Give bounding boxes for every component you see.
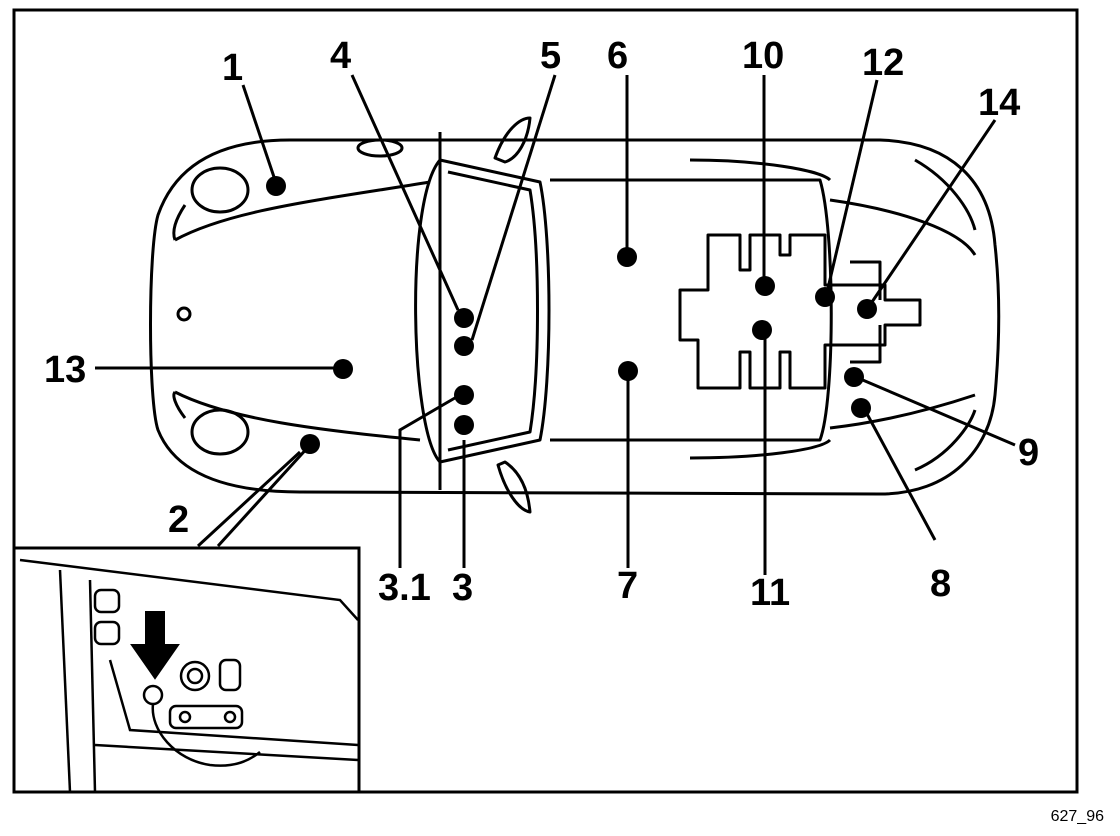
callout-11: 11 [750, 572, 790, 614]
marker-dot-3-1 [454, 385, 474, 405]
callout-9: 9 [1018, 432, 1039, 474]
marker-dot-12 [815, 287, 835, 307]
callout-5: 5 [540, 35, 561, 77]
callout-2: 2 [168, 499, 189, 541]
callout-10: 10 [742, 35, 784, 77]
leader-lines [95, 74, 1016, 575]
callout-3-1: 3.1 [378, 567, 431, 609]
callout-12: 12 [862, 42, 904, 84]
callout-labels: 1 2 3 3.1 4 5 6 7 8 9 10 11 12 13 14 [44, 35, 1039, 614]
marker-dot-5 [454, 336, 474, 356]
callout-3: 3 [452, 567, 473, 609]
marker-dots [266, 176, 877, 454]
marker-dot-6 [617, 247, 637, 267]
callout-4: 4 [330, 35, 351, 77]
reference-code: 627_96 [1050, 808, 1104, 825]
callout-13: 13 [44, 349, 86, 391]
marker-dot-2 [300, 434, 320, 454]
marker-dot-14 [857, 299, 877, 319]
marker-dot-8 [851, 398, 871, 418]
callout-14: 14 [978, 82, 1020, 124]
marker-dot-7 [618, 361, 638, 381]
marker-dot-3 [454, 415, 474, 435]
inset-detail-panel [12, 546, 361, 794]
callout-8: 8 [930, 563, 951, 605]
diagram-frame [12, 8, 1079, 794]
marker-dot-10 [755, 276, 775, 296]
callout-7: 7 [617, 565, 638, 607]
marker-dot-1 [266, 176, 286, 196]
callout-1: 1 [222, 47, 243, 89]
marker-dot-4 [454, 308, 474, 328]
down-arrow-icon [130, 611, 180, 680]
marker-dot-13 [333, 359, 353, 379]
marker-dot-9 [844, 367, 864, 387]
callout-6: 6 [607, 35, 628, 77]
marker-dot-11 [752, 320, 772, 340]
